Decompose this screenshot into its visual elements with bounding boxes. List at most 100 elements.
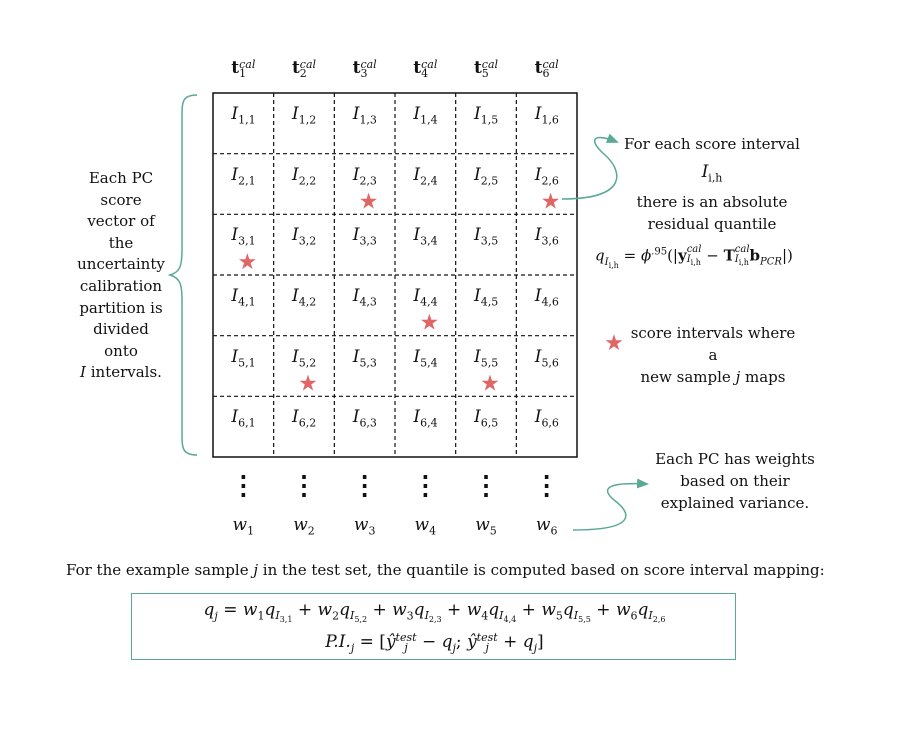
star-legend-line2: new sample j maps — [640, 368, 786, 386]
weighted-term-3: w3qI2,3 — [392, 600, 442, 625]
interval-note-line3: residual quantile — [647, 215, 777, 234]
interval-cell-1-2: I1,2 — [292, 104, 317, 127]
weighted-quantile-formula: qj = w1qI3,1 + w2qI5,2 + w3qI2,3 + w4qI4… — [203, 600, 666, 625]
weights-note-line1: Each PC has weights — [655, 450, 815, 468]
interval-cell-1-6: I1,6 — [534, 104, 559, 127]
interval-cell-1-5: I1,5 — [474, 104, 499, 127]
star-marker-5-2: ★ — [298, 371, 318, 396]
interval-note-arrow — [561, 133, 619, 200]
interval-cell-2-4: I2,4 — [413, 164, 438, 188]
weighted-term-2: w2qI5,2 — [317, 600, 368, 625]
left-annotation-line: I intervals. — [80, 363, 162, 382]
interval-cell-4-2: I4,2 — [292, 286, 317, 309]
star-marker-3-1: ★ — [237, 250, 257, 275]
interval-cell-3-1: I3,1 — [231, 225, 256, 248]
legend-star-icon: ★ — [604, 331, 624, 356]
weighted-term-6: w6qI2,6 — [615, 600, 666, 625]
star-legend: score intervals where a new sample j map… — [628, 322, 798, 388]
weight-label-1: w1 — [232, 515, 255, 538]
weight-label-6: w6 — [535, 515, 558, 538]
interval-cell-4-1: I4,1 — [231, 286, 256, 309]
interval-cell-3-3: I3,3 — [352, 225, 377, 248]
weights-note-line3: explained variance. — [660, 494, 810, 512]
interval-cell-6-6: I6,6 — [534, 407, 559, 430]
interval-note: For each score interval Ii,h there is an… — [612, 133, 812, 235]
weights-note: Each PC has weights based on their expla… — [645, 448, 825, 514]
caption: For the example sample j in the test set… — [66, 561, 825, 579]
left-annotation-line: partition is — [79, 298, 163, 317]
interval-cell-1-1: I1,1 — [231, 104, 256, 127]
left-annotation-line: Each PC — [88, 169, 154, 187]
weighted-term-4: w4qI4,4 — [466, 600, 517, 625]
interval-cell-6-1: I6,1 — [231, 407, 256, 430]
vertical-dots-6: ⋮ — [533, 471, 560, 501]
interval-cell-4-4: I4,4 — [413, 286, 438, 309]
interval-note-line2: there is an absolute — [636, 193, 788, 212]
weighted-term-5: w5qI5,5 — [541, 600, 591, 625]
interval-cell-5-5: I5,5 — [474, 346, 499, 370]
weighted-term-1: w1qI3,1 — [242, 600, 293, 625]
interval-cell-6-2: I6,2 — [292, 407, 317, 430]
interval-cell-5-3: I5,3 — [352, 346, 377, 370]
interval-cell-3-6: I3,6 — [534, 225, 559, 248]
interval-cell-3-2: I3,2 — [292, 225, 317, 248]
left-annotation: Each PC score vector of the uncertainty calib… — [62, 168, 180, 384]
star-legend-line1: score intervals where a — [630, 324, 796, 364]
interval-cell-1-4: I1,4 — [413, 104, 438, 127]
left-brace — [167, 94, 198, 456]
interval-cell-3-5: I3,5 — [474, 225, 499, 248]
result-formula-box: qj = w1qI3,1 + w2qI5,2 + w3qI2,3 + w4qI4… — [131, 593, 736, 660]
star-marker-2-6: ★ — [541, 189, 561, 214]
vertical-dots-4: ⋮ — [412, 471, 439, 501]
weight-label-5: w5 — [475, 515, 497, 538]
left-annotation-line: calibration — [79, 276, 163, 295]
weight-label-4: w4 — [414, 515, 437, 538]
vertical-dots-5: ⋮ — [473, 471, 499, 501]
interval-cell-6-4: I6,4 — [413, 407, 438, 430]
left-annotation-line: uncertainty — [77, 255, 165, 274]
left-annotation-line: the — [108, 233, 134, 252]
left-annotation-line: score — [100, 190, 142, 209]
interval-cell-2-6: I2,6 — [534, 164, 559, 188]
interval-note-line1: For each score interval — [624, 135, 800, 153]
interval-cell-4-5: I4,5 — [474, 286, 499, 309]
interval-cell-4-6: I4,6 — [534, 286, 559, 309]
star-marker-4-4: ★ — [419, 311, 439, 336]
star-marker-5-5: ★ — [480, 371, 500, 396]
star-marker-2-3: ★ — [359, 189, 379, 214]
vertical-dots-2: ⋮ — [291, 471, 317, 501]
star-markers: ★ ★ ★ ★ ★ ★ — [237, 189, 560, 396]
interval-cell-5-1: I5,1 — [231, 346, 256, 370]
interval-cell-2-5: I2,5 — [474, 164, 499, 188]
interval-cell-5-6: I5,6 — [534, 346, 559, 370]
weight-label-2: w2 — [293, 515, 315, 538]
interval-cell-1-3: I1,3 — [352, 104, 377, 127]
interval-cell-6-5: I6,5 — [474, 407, 499, 430]
interval-cell-2-2: I2,2 — [292, 164, 317, 188]
interval-note-symbol: Ii,h — [701, 162, 723, 185]
vertical-dots-1: ⋮ — [230, 471, 257, 501]
vertical-dots-3: ⋮ — [351, 471, 378, 501]
interval-cell-4-3: I4,3 — [352, 286, 377, 309]
weights-note-line2: based on their — [680, 472, 790, 490]
weight-label-3: w3 — [353, 515, 376, 538]
left-annotation-line: vector of — [87, 212, 155, 231]
interval-cell-2-3: I2,3 — [352, 164, 377, 188]
weights-note-arrow — [572, 478, 649, 531]
grid-dashed-lines — [213, 93, 577, 457]
left-annotation-line: onto — [104, 341, 138, 360]
interval-cell-5-2: I5,2 — [292, 346, 317, 370]
interval-cell-2-1: I2,1 — [231, 164, 256, 188]
interval-cell-3-4: I3,4 — [413, 225, 438, 248]
interval-cell-6-3: I6,3 — [352, 407, 377, 430]
interval-cell-5-4: I5,4 — [413, 346, 438, 370]
left-annotation-line: divided — [93, 320, 149, 339]
